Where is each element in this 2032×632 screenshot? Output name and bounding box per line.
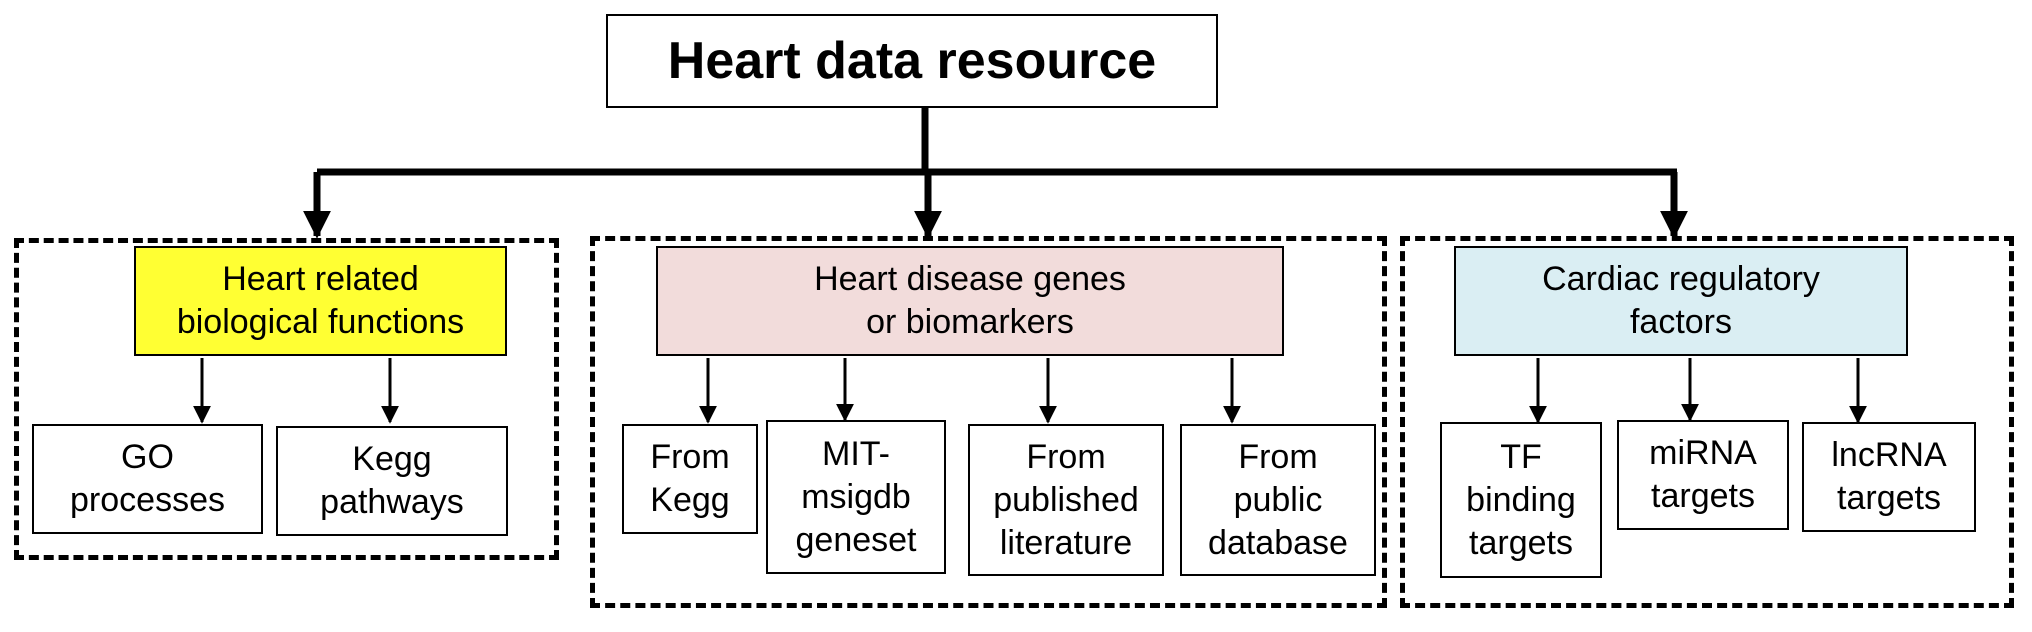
group-frame-biological-functions [14, 238, 559, 560]
item-public-database: From public database [1180, 424, 1376, 576]
group-frame-regulatory-factors [1400, 236, 2014, 608]
item-kegg-pathways: Kegg pathways [276, 426, 508, 536]
item-msigdb-geneset: MIT- msigdb geneset [766, 420, 946, 574]
heading-disease-genes: Heart disease genes or biomarkers [656, 246, 1284, 356]
item-lncrna-targets: lncRNA targets [1802, 422, 1976, 532]
diagram-title: Heart data resource [606, 14, 1218, 108]
item-tf-binding-targets: TF binding targets [1440, 422, 1602, 578]
item-from-kegg: From Kegg [622, 424, 758, 534]
heading-biological-functions: Heart related biological functions [134, 246, 507, 356]
heading-regulatory-factors: Cardiac regulatory factors [1454, 246, 1908, 356]
item-go-processes: GO processes [32, 424, 263, 534]
item-published-literature: From published literature [968, 424, 1164, 576]
item-mirna-targets: miRNA targets [1617, 420, 1789, 530]
group-frame-disease-genes [590, 236, 1387, 608]
